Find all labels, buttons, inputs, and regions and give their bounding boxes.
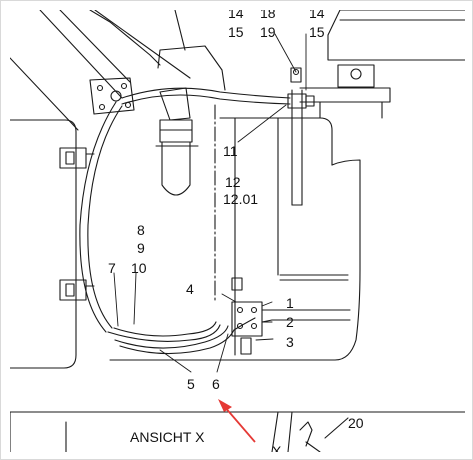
- label-8: 8: [137, 222, 145, 238]
- label-9: 9: [137, 240, 145, 256]
- label-10: 10: [131, 260, 147, 276]
- label-14-left: 14: [228, 10, 244, 21]
- filter-unit: [155, 87, 199, 196]
- mounting-plate: [89, 77, 135, 115]
- view-title: ANSICHT X: [130, 429, 205, 445]
- upper-hose: [121, 87, 291, 105]
- label-6: 6: [212, 376, 220, 392]
- label-12-01: 12.01: [223, 191, 258, 207]
- label-2: 2: [286, 314, 294, 330]
- red-arrow-indicator: [218, 399, 256, 443]
- leader-lines: [113, 33, 307, 373]
- callout-labels: 14 15 18 19 14 15 11 12 12.01 8 9 7 10 4…: [108, 10, 364, 452]
- left-bracket-lower: [59, 279, 95, 301]
- label-14-right: 14: [309, 10, 325, 21]
- vertical-rod: [287, 67, 315, 206]
- label-15-left: 15: [228, 24, 244, 40]
- label-5: 5: [187, 376, 195, 392]
- label-11: 11: [223, 143, 238, 159]
- label-12: 12: [225, 174, 241, 190]
- label-7: 7: [108, 260, 116, 276]
- right-housing: [299, 10, 465, 119]
- label-18: 18: [260, 10, 276, 21]
- left-hose: [79, 101, 221, 342]
- label-15-right: 15: [309, 24, 325, 40]
- hydraulic-assembly-drawing: 14 15 18 19 14 15 11 12 12.01 8 9 7 10 4…: [10, 10, 465, 452]
- label-4: 4: [186, 281, 194, 297]
- label-x: X: [272, 443, 282, 452]
- label-3: 3: [286, 334, 294, 350]
- label-19: 19: [260, 24, 276, 40]
- label-1: 1: [286, 295, 294, 311]
- valve-block: [231, 277, 273, 355]
- view-x: [10, 411, 465, 452]
- upper-left-frame: [10, 10, 226, 369]
- label-20: 20: [348, 415, 364, 431]
